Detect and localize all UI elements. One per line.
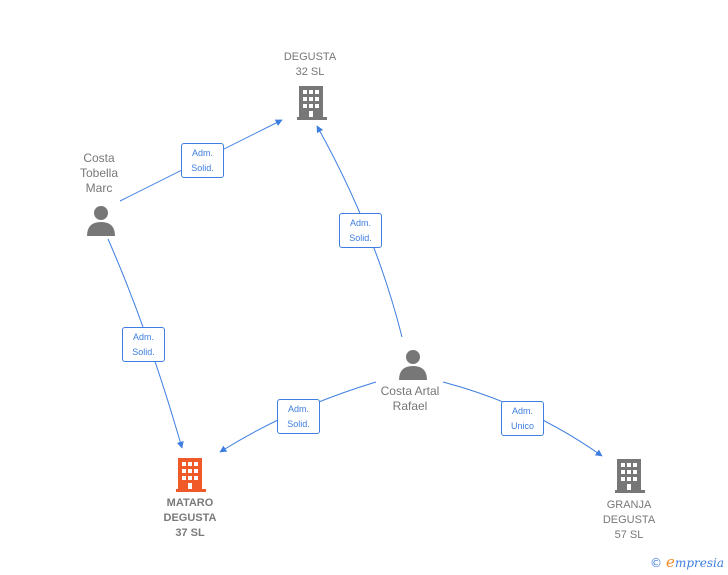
edge-label-line: Adm. (191, 148, 213, 158)
node-line: Marc (85, 181, 113, 195)
brand-initial: e (666, 553, 675, 571)
edge-label-artal-mataro[interactable]: Adm. Solid. (277, 399, 320, 434)
node-line: GRANJA (606, 499, 652, 511)
edge-label-line: Solid. (191, 163, 214, 173)
edge-label-tobella-degusta32[interactable]: Adm. Solid. (181, 143, 224, 178)
edge-label-line: Adm. (132, 332, 154, 342)
node-line: MATARO (166, 497, 214, 509)
node-costa-tobella-marc-label[interactable]: Costa Tobella Marc (59, 151, 139, 196)
node-mataro-degusta-37-label[interactable]: MATARO DEGUSTA 37 SL (150, 496, 230, 541)
node-costa-artal-rafael-label[interactable]: Costa Artal Rafael (360, 384, 460, 414)
node-line: DEGUSTA (283, 51, 337, 63)
node-line: Tobella (79, 166, 119, 180)
node-line: 32 SL (295, 66, 325, 78)
edge-label-line: Solid. (132, 347, 155, 357)
edge-label-line: Solid. (349, 233, 372, 243)
edge-label-line: Adm. (349, 218, 371, 228)
copyright-symbol: © (650, 556, 663, 570)
node-line: 57 SL (614, 529, 644, 541)
edge-label-line: Solid. (287, 419, 310, 429)
edge-label-artal-degusta32[interactable]: Adm. Solid. (339, 213, 382, 248)
node-line: DEGUSTA (602, 514, 656, 526)
node-granja-degusta-57-label[interactable]: GRANJA DEGUSTA 57 SL (589, 498, 669, 543)
edge-label-line: Adm. (511, 406, 533, 416)
node-line: Rafael (392, 399, 428, 413)
node-line: Costa (83, 151, 115, 165)
person-icon (87, 206, 115, 236)
building-icon (615, 459, 645, 493)
node-line: DEGUSTA (163, 512, 217, 524)
person-icon (399, 350, 427, 380)
node-degusta-32-label[interactable]: DEGUSTA 32 SL (270, 50, 350, 80)
edge-label-line: Unico (510, 421, 534, 431)
edge-label-line: Adm. (287, 404, 309, 414)
brand-name: mpresia (674, 556, 724, 570)
building-icon (297, 86, 327, 120)
node-line: Costa Artal (380, 384, 440, 398)
building-icon (176, 458, 206, 492)
empresia-watermark[interactable]: ©empresia (650, 553, 724, 571)
edge-label-artal-granja[interactable]: Adm. Unico (501, 401, 544, 436)
node-line: 37 SL (175, 527, 205, 539)
edge-label-tobella-mataro[interactable]: Adm. Solid. (122, 327, 165, 362)
